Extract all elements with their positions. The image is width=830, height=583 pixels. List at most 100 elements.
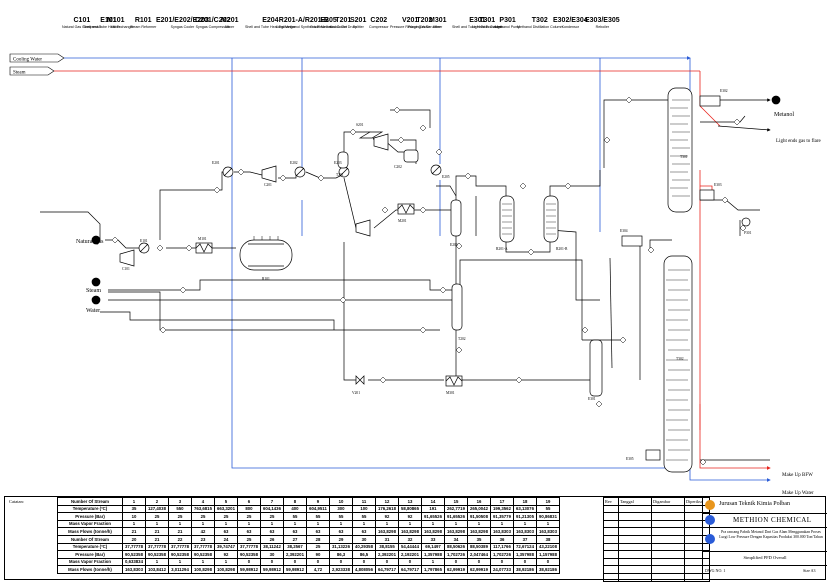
- stream-row-label: Temperature (ºC): [57, 504, 123, 514]
- stream-cell: 1: [145, 519, 169, 529]
- stream-cell: 1,702726: [444, 550, 468, 559]
- stream-cell: 90,52358: [191, 550, 215, 559]
- stream-cell: 24: [214, 534, 238, 544]
- E303-reboiler: [699, 189, 715, 201]
- stream-cell: 59,98912: [260, 565, 284, 574]
- stream-cell: 103,8412: [145, 565, 169, 574]
- stream-row-label: Mass Vapor Fraction: [57, 519, 123, 529]
- stream-cell: 31: [375, 534, 399, 544]
- legend-name: Light Ends Column: [472, 25, 503, 29]
- company-logo-small-icon: [705, 534, 715, 544]
- stream-cell: 176,2618: [375, 504, 399, 514]
- stream-cell: 163,8298: [467, 527, 491, 536]
- metanol-label: Metanol: [774, 112, 794, 118]
- cooling-water-inlet: [9, 53, 65, 63]
- stream-cell: 63: [306, 527, 330, 536]
- stream-cell: 24,07733: [490, 565, 514, 574]
- revision-table: Rev Tanggal Digambar Diperiksa: [603, 497, 710, 582]
- stream-cell: 1: [444, 519, 468, 529]
- stream-cell: 32: [398, 534, 422, 544]
- stream-cell: 62,99919: [444, 565, 468, 574]
- stream-cell: 58,80865: [398, 504, 422, 514]
- stream-cell: 6: [237, 497, 261, 506]
- catatan-label: Catatan:: [9, 499, 24, 504]
- stream-cell: 90,52358: [122, 550, 146, 559]
- stream-cell: 42: [191, 527, 215, 536]
- svg-text:E205: E205: [442, 175, 450, 179]
- svg-text:E305: E305: [626, 457, 634, 461]
- stream-cell: 38,92186: [513, 565, 537, 574]
- stream-cell: 604,1436: [260, 504, 284, 514]
- legend-code: R101: [134, 17, 152, 24]
- stream-cell: 127,4038: [145, 504, 169, 514]
- stream-cell: 86,3: [329, 550, 353, 559]
- steam-header-label: Steam: [13, 71, 26, 76]
- stream-cell: 163,8303: [536, 527, 560, 536]
- stream-row-label: Mass Vapor Fraction: [57, 557, 123, 567]
- stream-cell: 63: [329, 527, 353, 536]
- stream-cell: 38: [536, 534, 560, 544]
- legend-code: C202: [370, 17, 388, 24]
- svg-text:E303: E303: [714, 183, 722, 187]
- stream-cell: 163,8298: [398, 527, 422, 536]
- steam-feed-label: Steam: [86, 288, 101, 294]
- T202-scrubber: [451, 283, 463, 331]
- legend-name: Steam Reformer: [130, 25, 157, 29]
- stream-cell: 25: [191, 512, 215, 521]
- stream-cell: 55: [306, 512, 330, 521]
- stream-cell: 39,74747: [214, 542, 238, 552]
- stream-cell: 86,5: [352, 550, 376, 559]
- stream-cell: 0: [513, 557, 537, 567]
- stream-cell: 30: [352, 534, 376, 544]
- drawing-title: Simplified PFD Overall: [743, 555, 787, 560]
- stream-cell: 63: [237, 527, 261, 536]
- column-trays: [666, 99, 690, 461]
- stream-cell: 25: [214, 512, 238, 521]
- C201-compressor: [261, 165, 277, 183]
- stream-cell: 4,808056: [352, 565, 376, 574]
- stream-cell: 0: [490, 557, 514, 567]
- stream-cell: 0: [536, 557, 560, 567]
- stream-cell: 63: [214, 527, 238, 536]
- stream-cell: 1: [513, 519, 537, 529]
- stream-cell: 1: [421, 557, 445, 567]
- legend-code: E301: [469, 17, 486, 24]
- C202-compressor: [355, 219, 371, 237]
- stream-cell: 800: [237, 504, 261, 514]
- stream-cell: 1: [536, 519, 560, 529]
- stream-cell: 1: [398, 519, 422, 529]
- stream-cell: 100,8298: [191, 565, 215, 574]
- stream-cell: 29: [329, 534, 353, 544]
- legend-name: Lurgi Methanol Synthesis Reactors: [276, 25, 332, 29]
- metanol-product-icon: [771, 95, 781, 105]
- svg-text:R201-A: R201-A: [496, 247, 508, 251]
- stream-cell: 10: [122, 512, 146, 521]
- svg-text:C101: C101: [122, 267, 130, 271]
- stream-cell: 91,50508: [467, 512, 491, 521]
- stream-cell: 38,11242: [260, 542, 284, 552]
- svg-text:R101: R101: [262, 277, 270, 281]
- stream-cell: 163,8298: [444, 527, 468, 536]
- legend-name: Methanol Distillation Column: [517, 25, 563, 29]
- drawing-number: DWG NO. 1: [705, 568, 726, 573]
- stream-cell: 550: [168, 504, 192, 514]
- legend-code: C101: [73, 17, 91, 24]
- natural-gas-source-icon: [91, 235, 101, 245]
- stream-cell: 23: [191, 534, 215, 544]
- legend-code: S201: [350, 17, 367, 24]
- stream-cell: 62,99919: [467, 565, 491, 574]
- stream-cell: 0: [444, 557, 468, 567]
- jurusan-text: Jurusan Teknik Kimia Polban: [719, 501, 790, 507]
- stream-row-label: Mass Flows (tonne/h): [57, 565, 123, 574]
- svg-text:E301: E301: [588, 397, 596, 401]
